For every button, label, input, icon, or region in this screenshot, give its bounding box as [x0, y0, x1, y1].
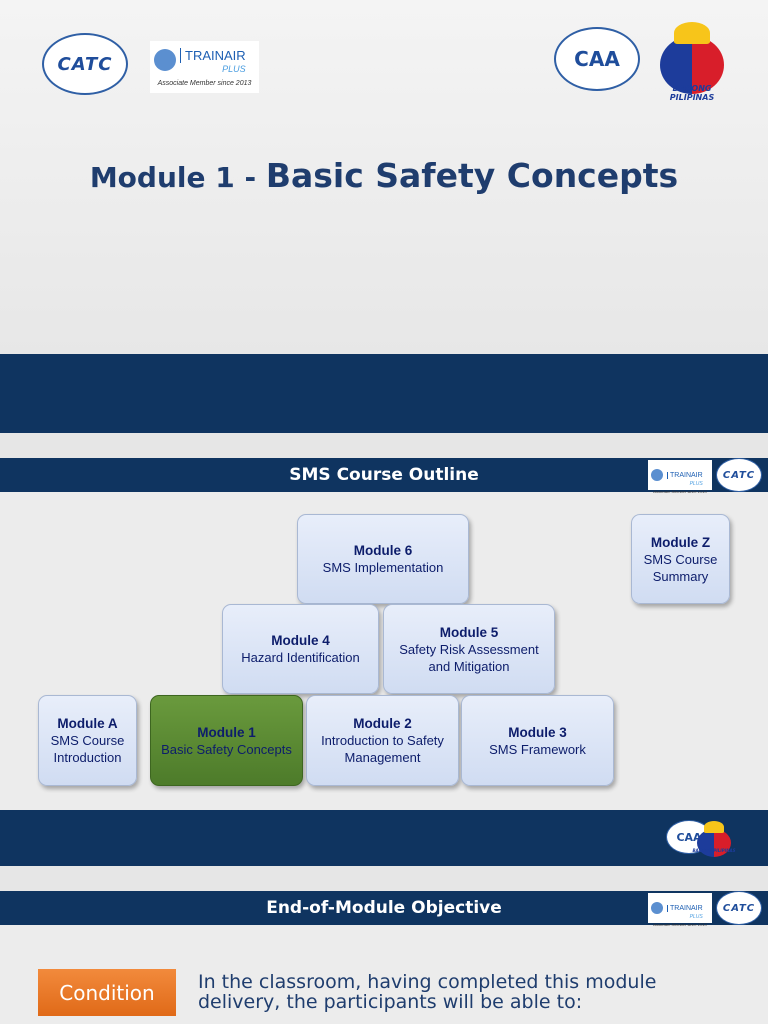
condition-label: Condition — [38, 969, 176, 1016]
trainair-plus-logo-small: TRAINAIR PLUS Associate Member since 201… — [648, 893, 712, 927]
bagong-pilipinas-label: BAGONG PILIPINAS — [669, 84, 715, 102]
trainair-since: Associate Member since 2013 — [653, 489, 707, 494]
module-desc: SMS Course Summary — [643, 551, 718, 584]
module-4-box[interactable]: Module 4 Hazard Identification — [222, 604, 379, 694]
course-outline-footer-band: CAA BAGONG PILIPINAS — [0, 810, 768, 866]
title-slide: CATC TRAINAIR PLUS Associate Member sinc… — [0, 0, 768, 354]
module-title: Module 3 — [508, 724, 567, 740]
module-title: Module 1 — [197, 724, 256, 740]
sun-icon — [674, 22, 710, 44]
trainair-name: TRAINAIR — [667, 472, 703, 479]
caa-logo: CAA — [554, 27, 640, 91]
objective-title: End-of-Module Objective — [266, 898, 502, 918]
module-desc: SMS Implementation — [322, 560, 444, 575]
catc-logo-text: CATC — [57, 53, 113, 75]
page-title: Module 1 - Basic Safety Concepts — [0, 156, 768, 195]
catc-logo-text: CATC — [722, 469, 756, 481]
module-5-box[interactable]: Module 5 Safety Risk Assessment and Miti… — [383, 604, 555, 694]
module-z-box[interactable]: Module Z SMS Course Summary — [631, 514, 730, 604]
title-slide-footer-band — [0, 354, 768, 433]
icao-emblem-icon — [651, 468, 663, 481]
icao-emblem-icon — [651, 901, 663, 914]
bagong-pilipinas-logo-small: BAGONG PILIPINAS — [692, 815, 762, 859]
module-6-box[interactable]: Module 6 SMS Implementation — [297, 514, 469, 604]
module-desc: Safety Risk Assessment and Mitigation — [399, 641, 539, 674]
course-outline-header: SMS Course Outline TRAINAIR PLUS Associa… — [0, 458, 768, 494]
trainair-name: TRAINAIR — [667, 905, 703, 912]
trainair-plus: PLUS — [222, 64, 246, 74]
module-desc: Introduction to Safety Management — [321, 733, 444, 765]
module-desc: Hazard Identification — [241, 650, 360, 665]
module-title: Module 4 — [271, 633, 330, 648]
trainair-plus-logo: TRAINAIR PLUS Associate Member since 201… — [150, 41, 259, 93]
sun-icon — [704, 821, 724, 833]
title-module-number: Module 1 - — [89, 161, 266, 194]
module-desc: SMS Framework — [489, 741, 586, 757]
trainair-since: Associate Member since 2013 — [653, 922, 707, 927]
course-outline-title: SMS Course Outline — [289, 465, 479, 485]
trainair-name: TRAINAIR — [180, 48, 246, 63]
catc-logo-small: CATC — [716, 891, 762, 925]
module-title: Module A — [57, 716, 118, 731]
module-title: Module Z — [650, 534, 711, 550]
trainair-since: Associate Member since 2013 — [157, 80, 252, 87]
module-1-box-active[interactable]: Module 1 Basic Safety Concepts — [150, 695, 303, 786]
module-title: Module 5 — [439, 624, 499, 640]
title-topic: Basic Safety Concepts — [265, 156, 679, 195]
module-title: Module 6 — [353, 543, 413, 558]
trainair-plus: PLUS — [689, 914, 703, 920]
catc-logo: CATC — [42, 33, 128, 95]
module-desc: SMS Course Introduction — [50, 733, 125, 765]
objective-header: End-of-Module Objective TRAINAIR PLUS As… — [0, 891, 768, 927]
caa-logo-text: CAA — [676, 830, 702, 844]
caa-logo-text: CAA — [574, 47, 620, 71]
slide-separator — [0, 433, 768, 458]
bp-flag-circle — [660, 36, 724, 94]
condition-text: In the classroom, having completed this … — [198, 971, 657, 1013]
module-2-box[interactable]: Module 2 Introduction to Safety Manageme… — [306, 695, 459, 786]
bagong-pilipinas-label: BAGONG PILIPINAS — [692, 848, 736, 853]
slide-separator — [0, 866, 768, 891]
trainair-plus-logo-small: TRAINAIR PLUS Associate Member since 201… — [648, 460, 712, 494]
icao-emblem-icon — [154, 48, 176, 71]
module-title: Module 2 — [353, 716, 412, 731]
module-3-box[interactable]: Module 3 SMS Framework — [461, 695, 614, 786]
bagong-pilipinas-logo: BAGONG PILIPINAS — [654, 22, 730, 102]
bp-flag-circle — [697, 829, 731, 857]
module-desc: Basic Safety Concepts — [161, 741, 292, 757]
module-a-box[interactable]: Module A SMS Course Introduction — [38, 695, 137, 786]
trainair-plus: PLUS — [689, 481, 703, 487]
catc-logo-text: CATC — [722, 902, 756, 914]
catc-logo-small: CATC — [716, 458, 762, 492]
